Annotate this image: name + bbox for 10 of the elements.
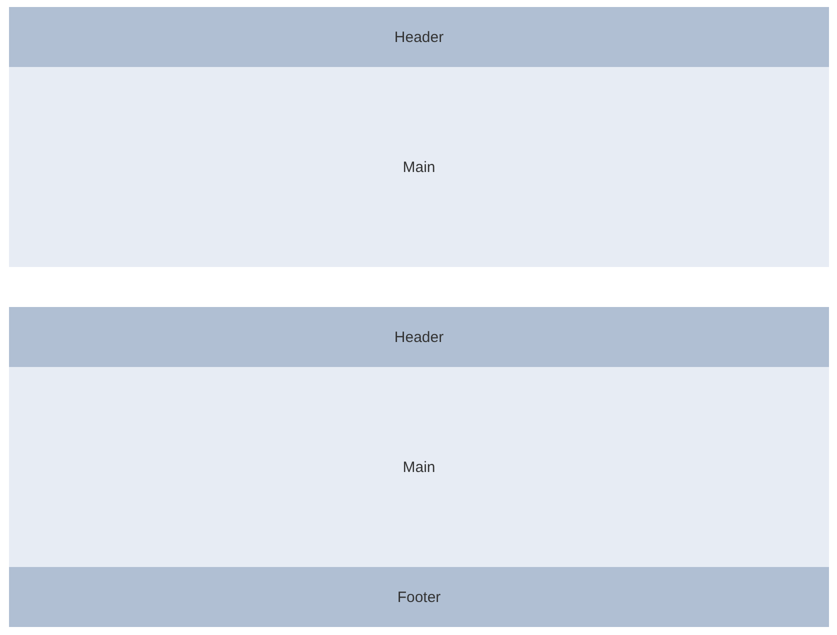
header-bar xyxy=(9,307,829,367)
main-label: Main xyxy=(402,158,436,176)
header-label: Header xyxy=(394,28,444,46)
main-area xyxy=(9,367,829,567)
footer-label: Footer xyxy=(397,588,441,606)
header-label: Header xyxy=(394,328,444,346)
footer-bar xyxy=(9,567,829,627)
header-bar xyxy=(9,7,829,67)
main-area xyxy=(9,67,829,267)
main-label: Main xyxy=(402,458,436,476)
